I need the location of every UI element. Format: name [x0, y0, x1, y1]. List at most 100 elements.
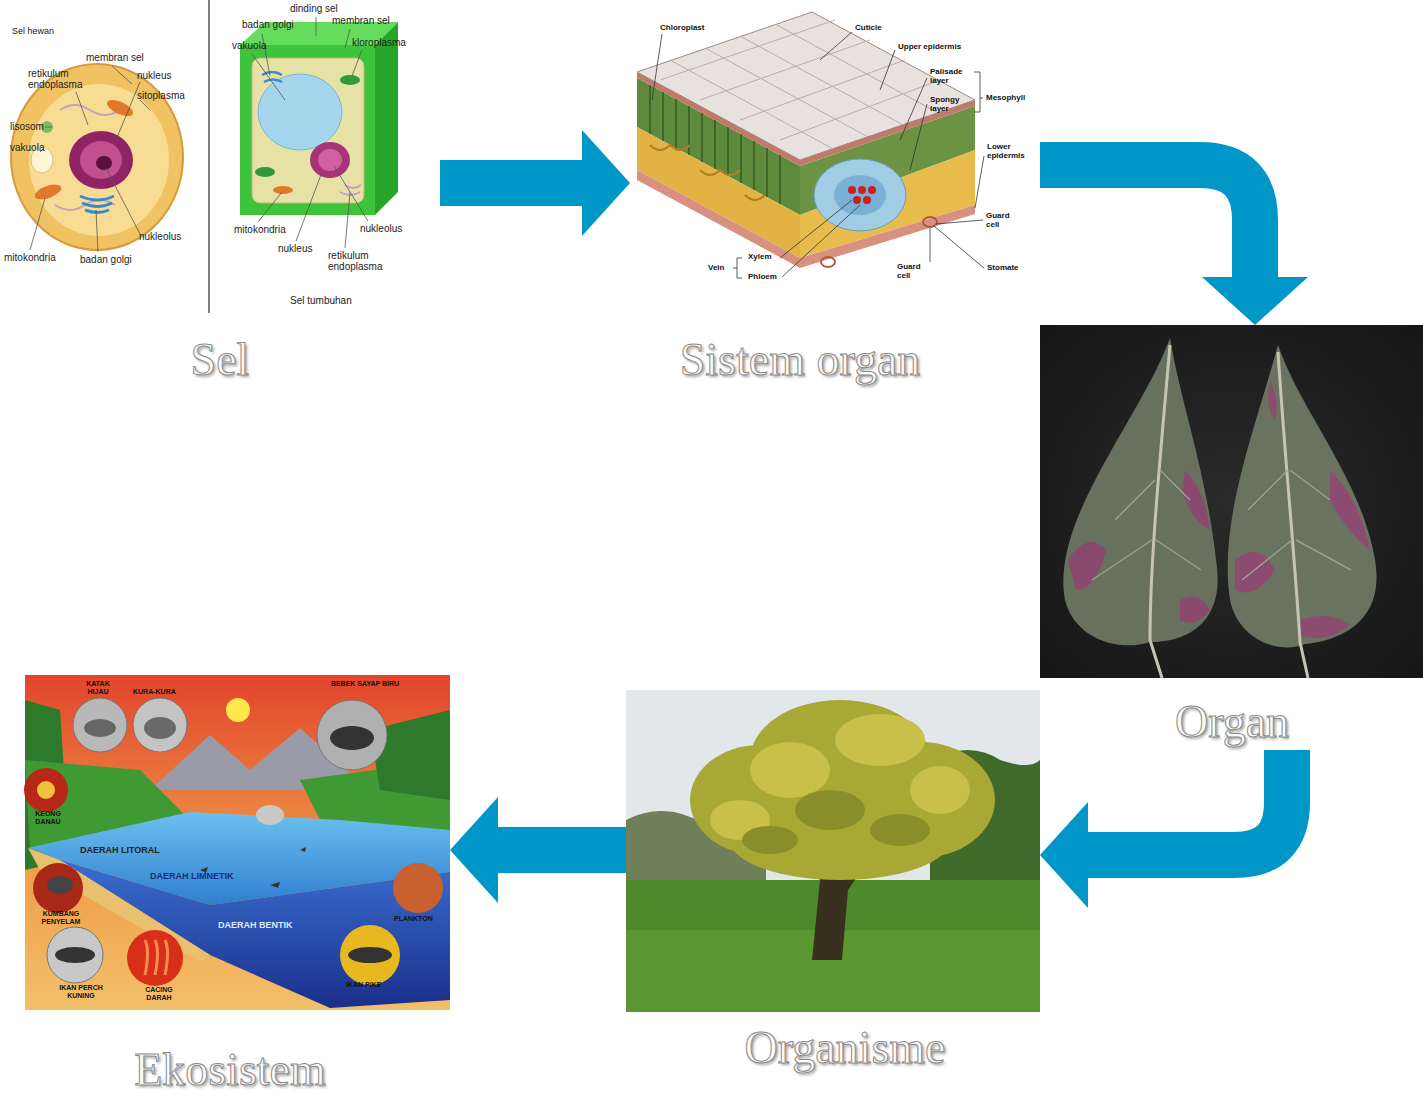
illustration-part: [256, 805, 284, 825]
part-label: Phloem: [748, 273, 777, 282]
level-node: Organisme: [626, 690, 1040, 1075]
illustration-part: [30, 198, 45, 250]
illustration-part: [273, 186, 293, 194]
illustration-part: [340, 75, 360, 85]
illustration-part: [352, 50, 362, 76]
illustration-part: [742, 826, 798, 854]
part-label: Sel hewan: [12, 27, 54, 37]
part-label: mitokondria: [4, 252, 56, 263]
illustration-part: [200, 847, 306, 888]
illustration-part: [316, 17, 317, 36]
illustration-part: [140, 100, 150, 110]
illustration-part: [690, 700, 995, 880]
illustration-part: [858, 186, 866, 194]
leaf-section: [637, 12, 975, 268]
illustration-part: [340, 925, 400, 985]
illustration-part: [318, 149, 342, 171]
illustration-part: [1068, 470, 1210, 623]
leaf-photo: [1040, 325, 1423, 678]
illustration-part: [1063, 338, 1217, 645]
part-label: Spongy layer: [930, 96, 975, 114]
leader-line: [252, 17, 368, 248]
illustration-part: [317, 700, 387, 770]
illustration-part: [258, 192, 282, 222]
illustration-part: [1150, 345, 1170, 678]
level-node: Sel: [0, 0, 440, 392]
illustration-part: [296, 172, 322, 241]
illustration-part: [345, 192, 350, 248]
illustration-part: [710, 714, 970, 840]
part-label: membran sel: [332, 15, 390, 26]
illustration-part: [863, 196, 871, 204]
arrow-head: [582, 130, 630, 236]
illustration-part: [262, 72, 282, 82]
illustration-part: [226, 698, 250, 722]
illustration-part: [848, 186, 856, 194]
illustration-part: [73, 698, 127, 752]
arrow-head: [450, 797, 498, 903]
level-node: Ekosistem: [25, 675, 450, 1097]
illustration-part: [33, 863, 83, 913]
illustration-part: [310, 142, 350, 178]
part-label: KUMBANG PENYELAM: [30, 910, 92, 925]
ecosystem-picture: [24, 675, 450, 1010]
illustration-part: [252, 58, 364, 203]
level-node: Sistem organ: [630, 0, 1040, 392]
illustration-part: [96, 210, 98, 252]
illustration-part: [112, 66, 132, 84]
illustration-part: [37, 781, 55, 799]
part-label: retikulum endoplasma: [328, 250, 388, 272]
part-label: Palisade layer: [930, 68, 975, 86]
part-label: mitokondria: [234, 224, 286, 235]
illustration-part: [733, 258, 742, 278]
flow-arrow: [450, 797, 626, 903]
illustration-part: [1092, 470, 1351, 580]
part-label: sitoplasma: [137, 90, 185, 101]
illustration-part: [145, 940, 168, 975]
part-label: membran sel: [86, 52, 144, 63]
part-label: Xylem: [748, 253, 772, 262]
illustration-part: [340, 185, 361, 195]
leader-line: [30, 66, 150, 252]
illustration-part: [60, 860, 450, 1008]
illustration-part: [652, 34, 662, 100]
illustration-part: [910, 766, 970, 814]
part-label: Lower epidermis: [987, 143, 1037, 161]
part-label: Mesophyll: [986, 94, 1025, 103]
illustration-part: [1040, 325, 1423, 678]
illustration-part: [252, 54, 285, 100]
part-label: Chloroplast: [660, 24, 704, 33]
illustration-part: [330, 726, 374, 750]
part-label: IKAN PIKE: [346, 981, 381, 989]
illustration-part: [345, 29, 350, 48]
divider-line: [208, 0, 210, 313]
part-label: KATAK HIJAU: [76, 680, 120, 695]
part-label: nukleolus: [360, 223, 402, 234]
arrow-shaft: [1087, 750, 1287, 855]
flow-arrow: [440, 130, 630, 236]
illustration-part: [33, 182, 63, 203]
illustration-part: [936, 220, 983, 224]
part-label: Guard cell: [897, 263, 932, 281]
illustration-part: [923, 217, 937, 227]
tree-photo: [626, 690, 1040, 1012]
illustration-part: [116, 82, 140, 140]
part-label: Upper epidermis: [898, 43, 961, 52]
part-label: lisosom: [10, 121, 44, 132]
illustration-part: [80, 141, 122, 179]
part-label: Guard cell: [986, 212, 1021, 230]
illustration-part: [55, 947, 95, 963]
part-label: nukleolus: [139, 231, 181, 242]
illustration-part: [934, 226, 984, 268]
part-label: dinding sel: [290, 3, 338, 14]
illustration-part: [637, 12, 975, 160]
part-label: KEONG DANAU: [28, 810, 68, 825]
illustration-part: [393, 863, 443, 913]
arrow-head: [1202, 277, 1308, 325]
part-label: nukleus: [278, 243, 312, 254]
illustration-part: [800, 100, 975, 166]
illustration-part: [348, 947, 392, 963]
level-caption: Organisme: [744, 1023, 945, 1074]
